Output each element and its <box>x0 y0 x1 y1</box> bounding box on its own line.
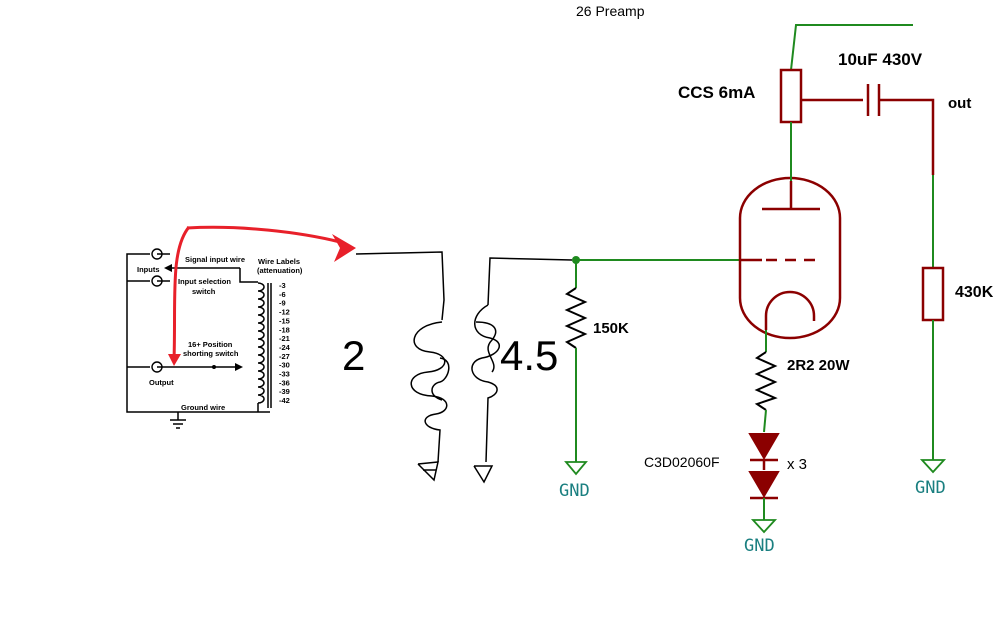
grid-gnd-label: GND <box>559 481 590 501</box>
signal-input-wire-label: Signal input wire <box>185 255 245 264</box>
triode-filament <box>764 290 816 321</box>
red-annotation-line <box>186 225 341 244</box>
cathode-gnd-label: GND <box>744 536 775 556</box>
shorting-switch-pivot <box>212 365 216 369</box>
autotransformer-coil-icon <box>257 282 265 404</box>
cathode-resistor-bottom-wire <box>763 409 767 433</box>
wire-labels-title-1: Wire Labels <box>258 257 300 266</box>
ccs-label: CCS 6mA <box>678 83 755 102</box>
diode-label: C3D02060F <box>644 454 720 470</box>
triode-envelope <box>738 176 842 340</box>
tap-labels: -3-6-9-12-15-18-21-24-27-30-33-36-39-42 <box>279 281 291 405</box>
red-arrow-down-icon <box>168 354 181 366</box>
tap-label: -27 <box>279 352 290 361</box>
tap-label: -33 <box>279 370 290 379</box>
input-selection-label-2: switch <box>192 287 216 296</box>
b-plus-wire <box>790 24 913 71</box>
cathode-gnd-icon <box>750 519 778 534</box>
input-jack-2-icon <box>151 275 170 287</box>
load-gnd-label: GND <box>915 478 946 498</box>
cathode-resistor-label: 2R2 20W <box>787 357 850 374</box>
plate-circuit: CCS 6mA 10uF 430V out 430K GND <box>678 24 994 498</box>
diagram-title: 26 Preamp <box>576 3 645 19</box>
secondary-lead-wire <box>487 257 573 306</box>
wire-labels-title-2: (attenuation) <box>257 266 303 275</box>
output-label: Output <box>149 378 174 387</box>
shorting-switch-label-1: 16+ Position <box>188 340 233 349</box>
grid-junction-dot <box>572 256 580 264</box>
tap-label: -6 <box>279 290 286 299</box>
load-resistor-icon <box>921 266 945 322</box>
inputs-label: Inputs <box>137 265 160 274</box>
tap-label: -12 <box>279 308 290 317</box>
tap-label: -21 <box>279 334 290 343</box>
tap-label: -30 <box>279 361 290 370</box>
shorting-arrow-icon <box>235 363 243 371</box>
input-jack-1-icon <box>151 248 170 260</box>
tap-label: -9 <box>279 299 286 308</box>
ratio-left-label: 2 <box>342 332 365 379</box>
tap-label: -42 <box>279 396 290 405</box>
grid-gnd-icon <box>564 461 588 476</box>
red-annotation <box>168 225 356 366</box>
tap-label: -3 <box>279 281 286 290</box>
red-annotation-stroke <box>172 226 191 361</box>
primary-ground-icon <box>417 461 439 482</box>
output-jack-icon <box>151 361 240 373</box>
input-transformer-sketch: 2 4.5 <box>342 251 573 484</box>
shorting-switch-label-2: shorting switch <box>183 349 239 358</box>
selection-arrow-icon <box>164 264 172 272</box>
tap-label: -36 <box>279 378 290 387</box>
ratio-right-label: 4.5 <box>500 332 558 379</box>
primary-coil-icon <box>410 321 448 463</box>
secondary-ground-icon <box>473 465 494 484</box>
out-wire <box>925 98 935 175</box>
ground-symbol-small <box>170 419 186 429</box>
tap-label: -15 <box>279 316 290 325</box>
transformer-top-wire <box>239 268 258 283</box>
load-resistor-label: 430K <box>955 284 994 301</box>
ccs-icon <box>779 68 803 124</box>
attenuator-inset: Inputs Signal input wire Input selection… <box>126 248 303 429</box>
out-label: out <box>948 95 971 112</box>
grid-circuit: 150K GND <box>559 256 740 501</box>
primary-coil-detail <box>431 357 450 401</box>
ground-wire-label: Ground wire <box>181 403 225 412</box>
diode-stack-icon <box>748 433 780 500</box>
secondary-coil-detail <box>475 321 497 373</box>
primary-lead-wire <box>355 251 445 321</box>
triode-26-icon <box>738 176 842 340</box>
tap-label: -39 <box>279 387 290 396</box>
cathode-resistor-icon <box>754 351 778 411</box>
tap-label: -18 <box>279 325 290 334</box>
load-gnd-icon <box>919 459 947 474</box>
input-selection-label-1: Input selection <box>178 277 231 286</box>
red-arrow-icon <box>332 234 356 262</box>
cathode-circuit: 2R2 20W C3D02060F x 3 GND <box>644 330 850 556</box>
diode-mult-label: x 3 <box>787 456 807 473</box>
secondary-coil-icon <box>471 304 500 463</box>
grid-resistor-icon <box>564 287 588 349</box>
tap-label: -24 <box>279 343 291 352</box>
ground-frame-wire <box>126 253 270 413</box>
cap-label: 10uF 430V <box>838 50 923 69</box>
grid-resistor-label: 150K <box>593 320 629 337</box>
